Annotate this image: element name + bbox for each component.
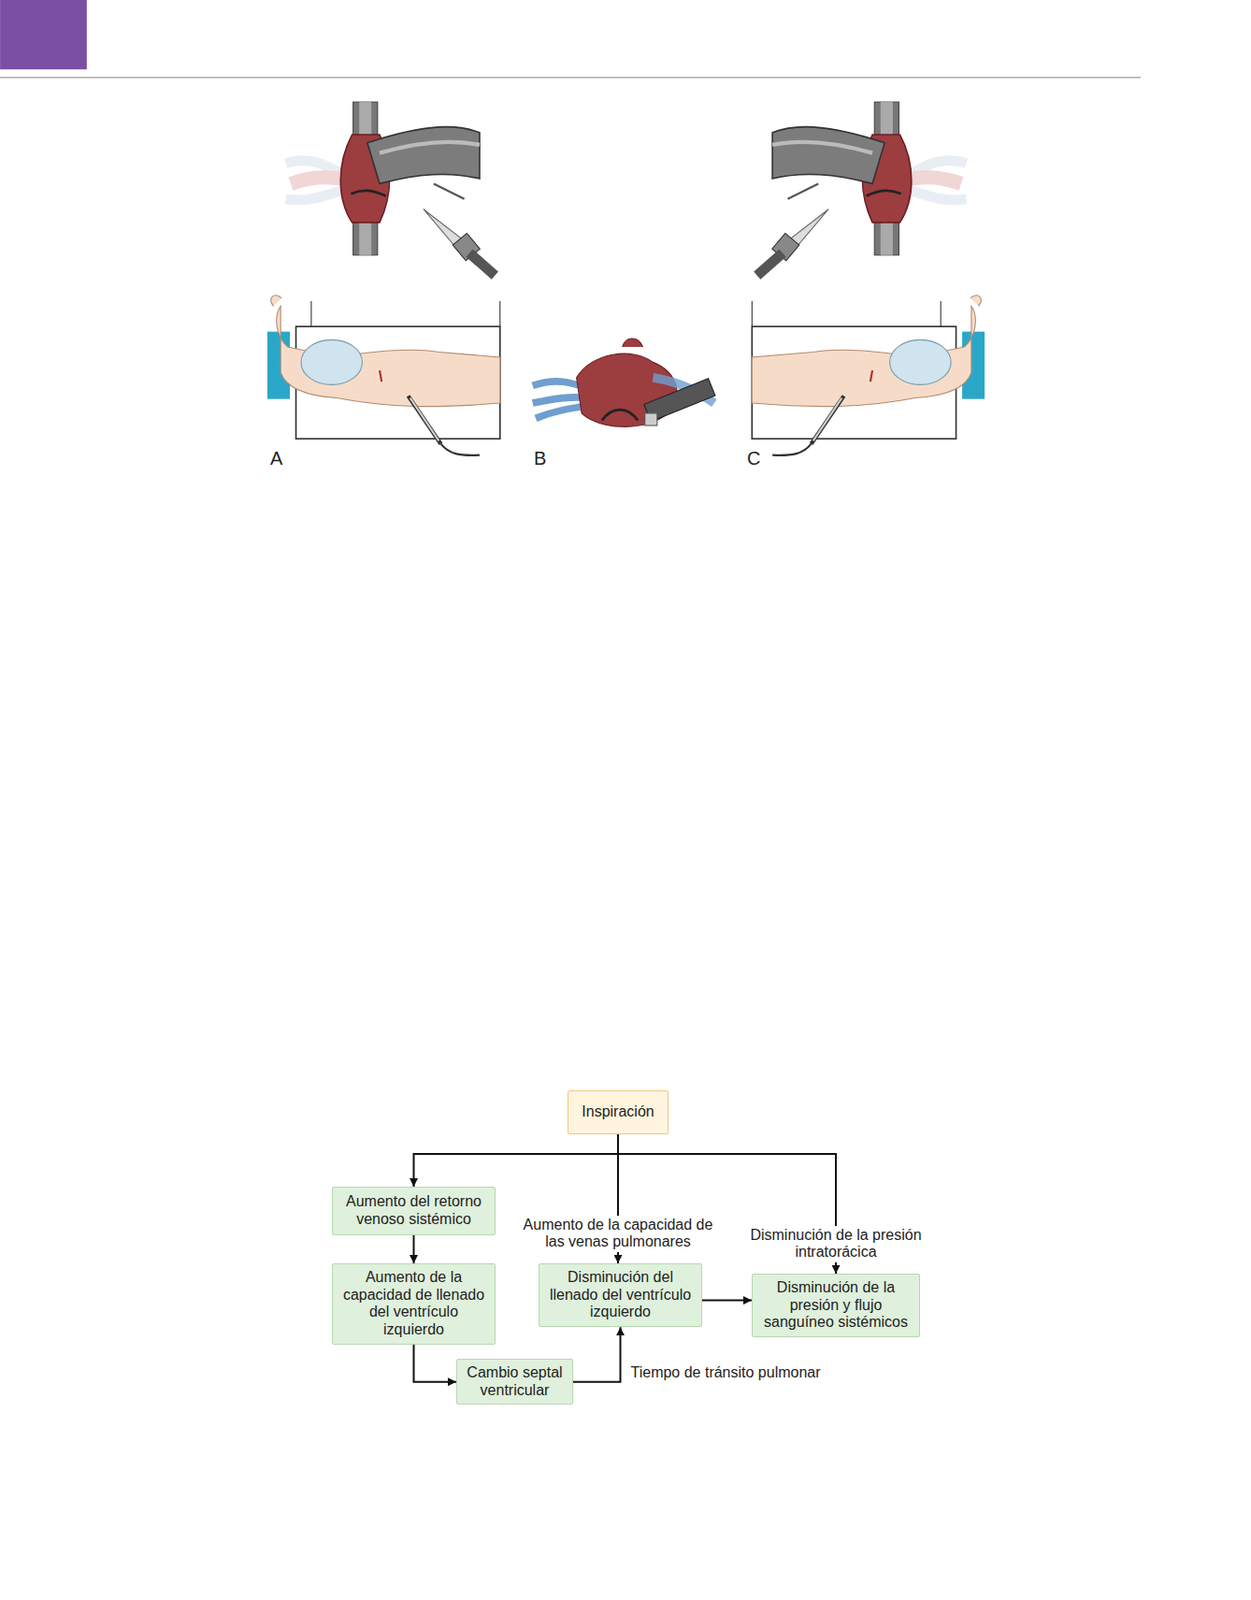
panel-letter: B (533, 447, 547, 470)
panel-letter: C (747, 447, 761, 470)
edge-label: Aumento de la capacidad de las venas pul… (515, 1215, 722, 1252)
start-box: Inspiración (567, 1090, 669, 1135)
chapter-tab (0, 0, 87, 70)
box-text: Disminución del llenado del ventrículo i… (546, 1268, 694, 1322)
result-box: Disminución de la presión y flujo sanguí… (751, 1273, 921, 1338)
edge-label: Tiempo de tránsito pulmonar (628, 1363, 824, 1383)
box-text: Aumento del retorno venoso sistémico (340, 1193, 488, 1228)
edge-label: Disminución de la presión intratorácica (733, 1225, 940, 1263)
box-text: Inspiración (581, 1103, 654, 1122)
flow-arrow (414, 1344, 458, 1382)
flow-arrow (413, 1235, 416, 1264)
process-box: Disminución del llenado del ventrículo i… (538, 1263, 703, 1327)
box-text: Disminución de la presión y flujo sanguí… (760, 1279, 912, 1332)
flow-arrow (573, 1326, 621, 1382)
echo-panel-mirrored (751, 101, 985, 456)
heart-probe (532, 338, 716, 427)
echo-panel (267, 101, 501, 456)
process-box: Aumento del retorno venoso sistémico (331, 1186, 496, 1236)
process-box: Cambio septal ventricular (456, 1358, 574, 1405)
flow-arrow (414, 1134, 619, 1187)
header-rule (0, 76, 1141, 78)
panel-letter: A (270, 447, 283, 470)
box-text: Cambio septal ventricular (464, 1364, 565, 1399)
box-text: Aumento de la capacidad de llenado del v… (340, 1268, 488, 1339)
flow-arrow (702, 1299, 752, 1302)
process-box: Aumento de la capacidad de llenado del v… (331, 1263, 496, 1345)
